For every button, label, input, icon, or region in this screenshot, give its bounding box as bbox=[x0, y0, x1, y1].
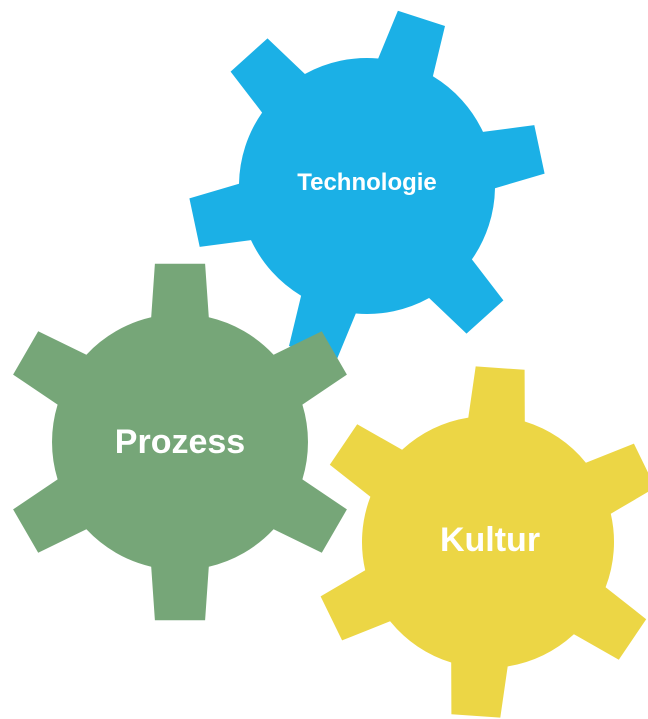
kultur-gear bbox=[320, 366, 648, 718]
prozess-label: Prozess bbox=[114, 423, 246, 461]
technologie-label: Technologie bbox=[297, 169, 437, 196]
kultur-label: Kultur bbox=[439, 521, 541, 559]
prozess-gear bbox=[13, 263, 347, 621]
technologie-gear bbox=[189, 10, 545, 362]
